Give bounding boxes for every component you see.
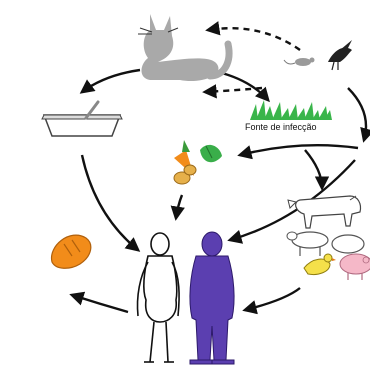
cat-icon	[138, 14, 233, 82]
arrow-infection-to-humans	[227, 159, 356, 244]
arrow-prey-to-infection	[347, 87, 370, 143]
sheep-icon	[286, 231, 365, 256]
arrow-livestock-to-humans	[242, 287, 301, 315]
chicken-icon	[303, 253, 336, 275]
infection-source-label: Fonte de infecção	[245, 122, 317, 132]
man-icon	[189, 231, 235, 365]
woman-icon	[136, 232, 180, 363]
arrow-prey-to-cat	[205, 21, 301, 51]
arrow-cat-to-litter	[79, 68, 141, 94]
cattle-icon	[287, 195, 362, 229]
mouse-icon	[283, 57, 315, 66]
arrow-infection-to-livestock	[304, 149, 330, 191]
arrow-infection-to-vegetables	[237, 144, 359, 160]
arrow-humans-to-bread	[69, 291, 129, 314]
bread-icon	[51, 234, 92, 269]
litter-box-icon	[41, 100, 123, 137]
arrow-litter-to-humans	[80, 154, 141, 252]
bird-icon	[328, 40, 352, 71]
vegetables-icon	[173, 140, 222, 185]
grass-icon	[250, 100, 332, 120]
arrow-vegetables-to-humans	[170, 194, 185, 221]
pig-icon	[339, 253, 370, 280]
arrow-cat-to-grass	[217, 70, 270, 103]
